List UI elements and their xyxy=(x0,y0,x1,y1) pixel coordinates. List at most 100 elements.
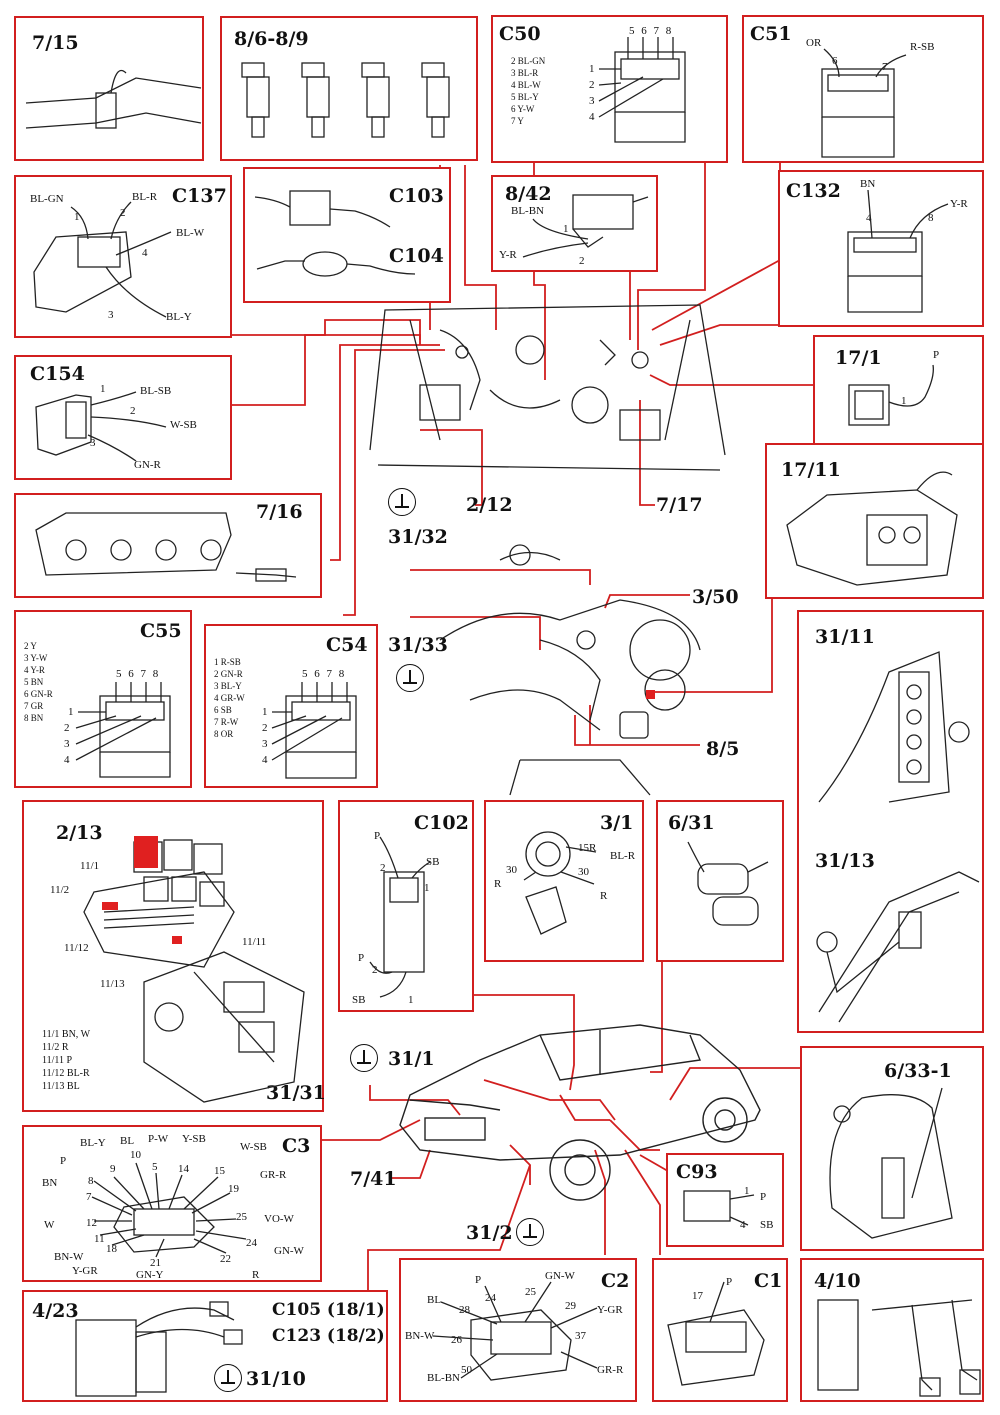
ground-symbol-icon xyxy=(350,1044,378,1072)
pin-3: 3 xyxy=(589,95,595,107)
connector-drawing xyxy=(432,1281,598,1381)
wire-entry: 4 Y-R xyxy=(24,665,45,675)
pin-17: 17 xyxy=(692,1290,703,1302)
wire-p: P xyxy=(374,830,381,842)
connector-drawing xyxy=(847,189,949,313)
pin-14: 14 xyxy=(178,1163,189,1175)
wire-bl-y: BL-Y xyxy=(166,311,192,323)
panel-c3: C3 BL-Y BL P-W Y-SB W-SB GR-R VO-W GN-W … xyxy=(22,1125,322,1282)
panel-title: C137 xyxy=(172,185,227,207)
callout-31-1: 31/1 xyxy=(388,1048,435,1070)
panel-title: C51 xyxy=(750,23,792,45)
abs-unit-drawing xyxy=(786,471,958,586)
wire-gr-r: GR-R xyxy=(597,1364,624,1376)
wire-bl-w: BL-W xyxy=(176,227,205,239)
wire-p: P xyxy=(60,1155,67,1167)
injectors-drawing xyxy=(241,62,450,138)
connector-drawing xyxy=(75,682,171,778)
pin-25: 25 xyxy=(236,1211,247,1223)
panel-c154: C154 BL-SB W-SB GN-R 1 2 3 xyxy=(14,355,232,480)
wire-entry: 6 Y-W xyxy=(511,104,535,114)
highlight-fuse xyxy=(102,902,118,910)
panel-c137: C137 BL-GN BL-R BL-W BL-Y 1 2 4 3 xyxy=(14,175,232,338)
panel-title: 3/1 xyxy=(600,812,634,834)
panel-6-33-1: 6/33-1 xyxy=(800,1046,984,1251)
panel-8-42: 8/42 BL-BN Y-R 1 2 xyxy=(491,175,658,272)
panel-title: C1 xyxy=(754,1270,783,1292)
wire-bl: BL xyxy=(120,1135,135,1147)
wire-w-sb: W-SB xyxy=(170,419,197,431)
wire-entry: 7 R-W xyxy=(214,717,239,727)
panel-c54: C54 1 R-SB 2 GN-R 3 BL-Y 4 GR-W 6 SB 7 R… xyxy=(204,624,378,788)
panel-title: C55 xyxy=(140,620,182,642)
wire-r-left: R xyxy=(494,878,502,890)
wire-p-bottom: P xyxy=(358,952,365,964)
pin-3: 3 xyxy=(90,437,96,449)
panel-c2: C2 P GN-W Y-GR GR-R BL BN-W BL-BN 24 25 … xyxy=(399,1258,637,1402)
wire-bl-y: BL-Y xyxy=(80,1137,106,1149)
wire-gn-y: GN-Y xyxy=(136,1269,164,1281)
label-31-10: 31/10 xyxy=(246,1368,306,1390)
wire-gr-r: GR-R xyxy=(260,1169,287,1181)
panel-c50: C50 2 BL-GN 3 BL-R 4 BL-W 5 BL-Y 6 Y-W 7… xyxy=(491,15,728,163)
wire-bl-bn: BL-BN xyxy=(511,205,544,217)
cylinder-head-drawing xyxy=(35,512,297,582)
pin-10: 10 xyxy=(130,1149,141,1161)
wire-bn-w: BN-W xyxy=(405,1330,435,1342)
wire-y-gr: Y-GR xyxy=(597,1304,623,1316)
legend-entry: 11/13 BL xyxy=(42,1081,80,1092)
wire-entry: 6 GN-R xyxy=(24,689,53,699)
car-sketch xyxy=(399,1024,761,1201)
panel-c132: C132 BN Y-R 4 8 xyxy=(778,170,984,327)
control-unit-drawing xyxy=(75,1301,243,1397)
label-30-right: 30 xyxy=(578,866,589,878)
wire-entry: 4 GR-W xyxy=(214,693,245,703)
connector-drawing xyxy=(271,682,357,779)
pin-numbers-top: 5 6 7 8 xyxy=(302,668,345,680)
fuse-legend: 11/1 BN, W 11/2 R 11/11 P 11/12 BL-R 11/… xyxy=(42,1028,90,1093)
wire-entry: 2 GN-R xyxy=(214,669,243,679)
panel-6-31: 6/31 xyxy=(656,800,784,962)
label-11-12: 11/12 xyxy=(64,942,89,954)
wire-p: P xyxy=(475,1274,482,1286)
wire-entry: 6 SB xyxy=(214,705,232,715)
wire-color-list: 1 R-SB 2 GN-R 3 BL-Y 4 GR-W 6 SB 7 R-W 8… xyxy=(214,656,245,740)
wire-y-sb: Y-SB xyxy=(182,1133,206,1145)
wire-bl-sb: BL-SB xyxy=(140,385,172,397)
callout-2-12: 2/12 xyxy=(466,494,513,516)
wire-bn-w: BN-W xyxy=(54,1251,84,1263)
pin-8: 8 xyxy=(928,212,934,224)
wire-p: P xyxy=(760,1191,767,1203)
panel-7-15: 7/15 xyxy=(14,16,204,161)
panel-title-31-31: 31/31 xyxy=(266,1082,326,1104)
pin-37: 37 xyxy=(575,1330,586,1342)
label-c123: C123 (18/2) xyxy=(272,1326,385,1346)
legend-entry: 11/2 R xyxy=(42,1042,69,1053)
pin-3: 3 xyxy=(108,309,114,321)
callout-7-17: 7/17 xyxy=(656,494,703,516)
panel-title: C54 xyxy=(326,634,368,656)
pin-1: 1 xyxy=(68,706,74,718)
wire-gn-w: GN-W xyxy=(274,1245,304,1257)
panel-7-16: 7/16 xyxy=(14,493,322,598)
callout-31-33: 31/33 xyxy=(388,634,448,656)
pin-19: 19 xyxy=(228,1183,239,1195)
panel-title-c103: C103 xyxy=(389,185,444,207)
pin-2: 2 xyxy=(579,255,585,267)
ground-symbol-icon xyxy=(516,1218,544,1246)
panel-title: 8/6-8/9 xyxy=(234,28,309,50)
pin-2: 2 xyxy=(130,405,136,417)
pin-5: 5 xyxy=(152,1161,158,1173)
label-11-11: 11/11 xyxy=(242,936,267,948)
wire-color-list: 2 BL-GN 3 BL-R 4 BL-W 5 BL-Y 6 Y-W 7 Y xyxy=(511,55,545,127)
wire-r: R xyxy=(252,1269,260,1281)
panel-title: 17/1 xyxy=(835,347,882,369)
pin-1-bottom: 1 xyxy=(408,994,414,1006)
panel-4-23: 4/23 C105 (18/1) C123 (18/2) 31/10 xyxy=(22,1290,388,1402)
label-11-13: 11/13 xyxy=(100,978,125,990)
callout-7-41: 7/41 xyxy=(350,1168,397,1190)
panel-c1: C1 P 17 xyxy=(652,1258,788,1402)
connector-drawing xyxy=(35,391,167,462)
pin-26: 26 xyxy=(451,1334,462,1346)
panel-title: 4/23 xyxy=(32,1300,79,1322)
